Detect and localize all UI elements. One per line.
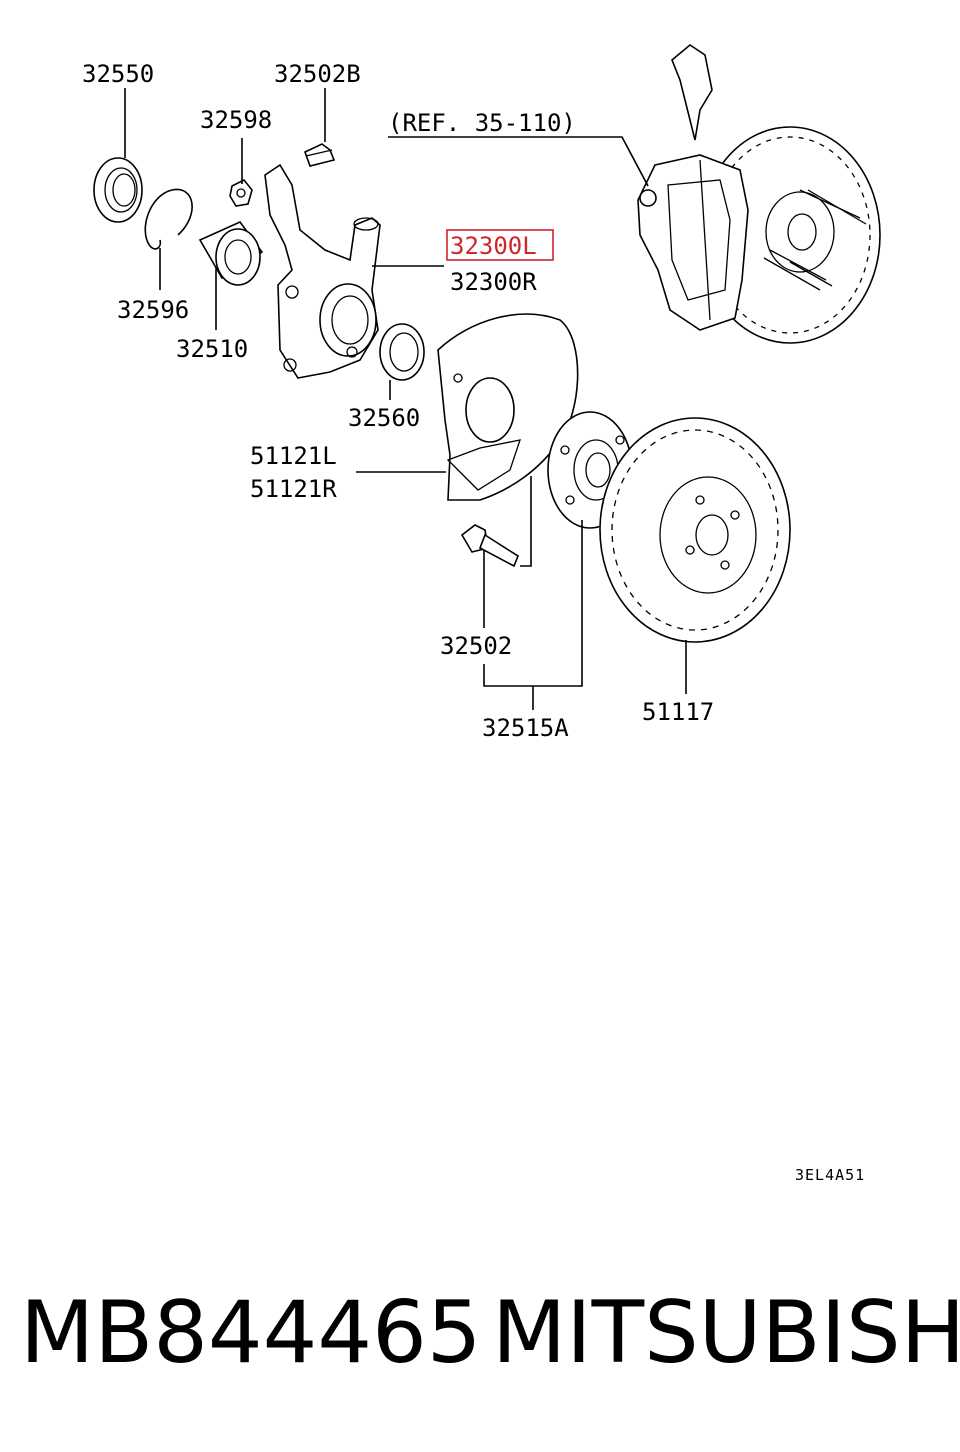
leader-lines: [124, 88, 687, 710]
dust-shield-51121: [437, 313, 579, 501]
label-32300r: 32300R: [450, 268, 537, 296]
assembled-brake-unit: [637, 44, 881, 344]
part-number: MB844465: [20, 1283, 482, 1383]
bolt-32502b: [304, 143, 336, 167]
label-ref: (REF. 35-110): [388, 109, 576, 137]
seal-32550: [93, 157, 143, 223]
label-32598: 32598: [200, 106, 272, 134]
label-32550: 32550: [82, 60, 154, 88]
brand-name: MITSUBISHI: [492, 1283, 960, 1383]
label-32300l[interactable]: 32300L: [450, 232, 537, 260]
label-32510: 32510: [176, 335, 248, 363]
label-32560: 32560: [348, 404, 420, 432]
bearing-32510: [198, 221, 264, 286]
highlight-box: [446, 229, 554, 261]
nut-32598: [229, 178, 253, 207]
knuckle-32300: [264, 163, 381, 379]
label-32502: 32502: [440, 632, 512, 660]
label-32515a: 32515A: [482, 714, 569, 742]
snap-ring-32596: [144, 188, 193, 250]
diagram-code: 3EL4A51: [795, 1166, 865, 1184]
hub-bolt-32502: [460, 524, 519, 568]
label-51117: 51117: [642, 698, 714, 726]
rotor-51117: [599, 417, 791, 643]
label-51121r: 51121R: [250, 475, 337, 503]
seal-32560: [379, 323, 425, 381]
label-32596: 32596: [117, 296, 189, 324]
label-32502b: 32502B: [274, 60, 361, 88]
label-51121l: 51121L: [250, 442, 337, 470]
